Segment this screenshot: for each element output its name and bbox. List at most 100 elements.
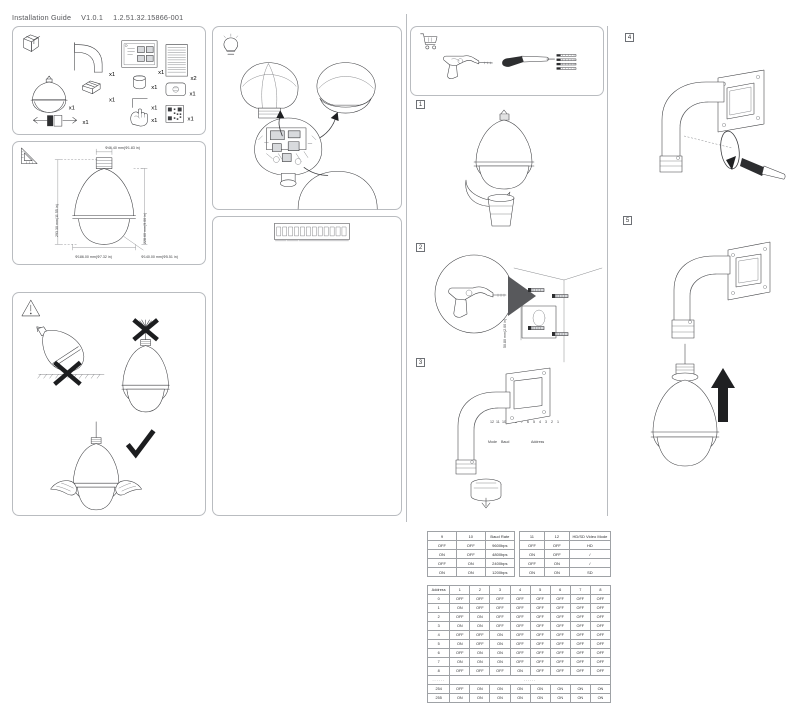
qr-card-icon [165,105,184,123]
cell: OFF [529,594,551,604]
cell: OFF [449,630,471,640]
th-addr-3: 3 [489,585,511,595]
guide-doc-number: 1.2.51.32.15866-001 [113,12,184,22]
dome-lower-partial-icon [297,171,378,210]
cell: OFF [509,603,531,613]
cell: OFF [489,603,511,613]
qty-sd-card-tool: x1 [82,120,88,126]
cell: OFF [455,540,486,550]
cell: ON [549,693,571,703]
cell: OFF [489,612,511,622]
package-box-icon [23,34,41,52]
th-addr-5: 5 [529,585,551,595]
cell: OFF [469,603,491,613]
cell: ON [449,621,471,631]
screwdriver-icon [502,55,555,67]
cell: ON [543,558,570,568]
cell: OFF [529,603,551,613]
cell: ON [449,603,471,613]
cell: / [568,558,612,568]
th-addr-8: 8 [589,585,612,595]
cell-ellipsis: ...... [449,675,611,685]
cell: OFF [549,648,571,658]
cell: ON [449,693,471,703]
step-number-3: 3 [416,358,425,367]
cell: ON [519,567,545,577]
dome-disassembly-panel [212,26,402,210]
th-video-mode: HD/SD Video Mode [568,531,612,541]
cell: OFF [489,666,511,676]
cell: OFF [589,639,612,649]
cell: OFF [549,630,571,640]
th-video-11: 11 [519,531,545,541]
assembly-arrow-upper-right [319,112,339,139]
cell: OFF [529,630,551,640]
cell: OFF [469,639,491,649]
cell-address: 5 [426,639,451,649]
qty-dome-camera: x1 [69,105,75,111]
cell: SD [568,567,612,577]
cell: ON [543,567,570,577]
cell: ON [589,684,612,694]
cell: ON [489,648,511,658]
cell: OFF [569,666,591,676]
cell: OFF [509,639,531,649]
step-number-5: 5 [623,216,632,225]
step-number-2: 2 [416,243,425,252]
cell: OFF [455,549,486,559]
cell: ON [509,693,531,703]
step-number-1: 1 [416,100,425,109]
cell: 2400bps [484,558,516,568]
cell: OFF [509,657,531,667]
cell: OFF [469,630,491,640]
step-5-illustration [630,222,800,512]
handling-warning-panel [12,292,206,516]
cell: OFF [427,540,457,550]
cell-address: 0 [426,594,451,604]
cell: ON [549,684,571,694]
cell: OFF [589,666,612,676]
th-addr-4: 4 [509,585,531,595]
qty-drill-template: x1 [189,92,195,98]
camera-two-hand-support-illustration [50,421,156,511]
dip-switch-tables-panel: 12 11 10 9 8 7 6 5 4 3 2 1 Mode Baud Add… [212,216,612,703]
dim-total-height: 293.30 mm(11.55 in) [55,204,59,237]
cell: ON [469,657,491,667]
th-addr-7: 7 [569,585,591,595]
cell: OFF [569,612,591,622]
qty-quick-guide: x1 [158,70,164,76]
table-ellipsis-row: ............ [426,675,611,685]
cell-address: 4 [426,630,451,640]
cell: 1200bps [484,567,516,577]
dome-upper-shell-icon [240,62,299,119]
dome-diameter-leader [123,236,144,251]
th-address: Address [426,585,451,595]
required-tools-illustration [420,33,577,79]
cell: OFF [509,630,531,640]
dome-camera-icon [30,75,68,113]
cell: OFF [509,621,531,631]
qty-wall-bracket: x1 [109,72,115,78]
cell: ON [509,684,531,694]
cell: ON [529,693,551,703]
cell: OFF [569,603,591,613]
cell: OFF [427,558,457,568]
cell: OFF [589,612,612,622]
cell: 9600bps [484,540,516,550]
page-center-divider [406,14,407,522]
cell: HD [568,540,612,550]
cell-address: 6 [426,648,451,658]
cell: ON [589,693,612,703]
cell: OFF [589,603,612,613]
